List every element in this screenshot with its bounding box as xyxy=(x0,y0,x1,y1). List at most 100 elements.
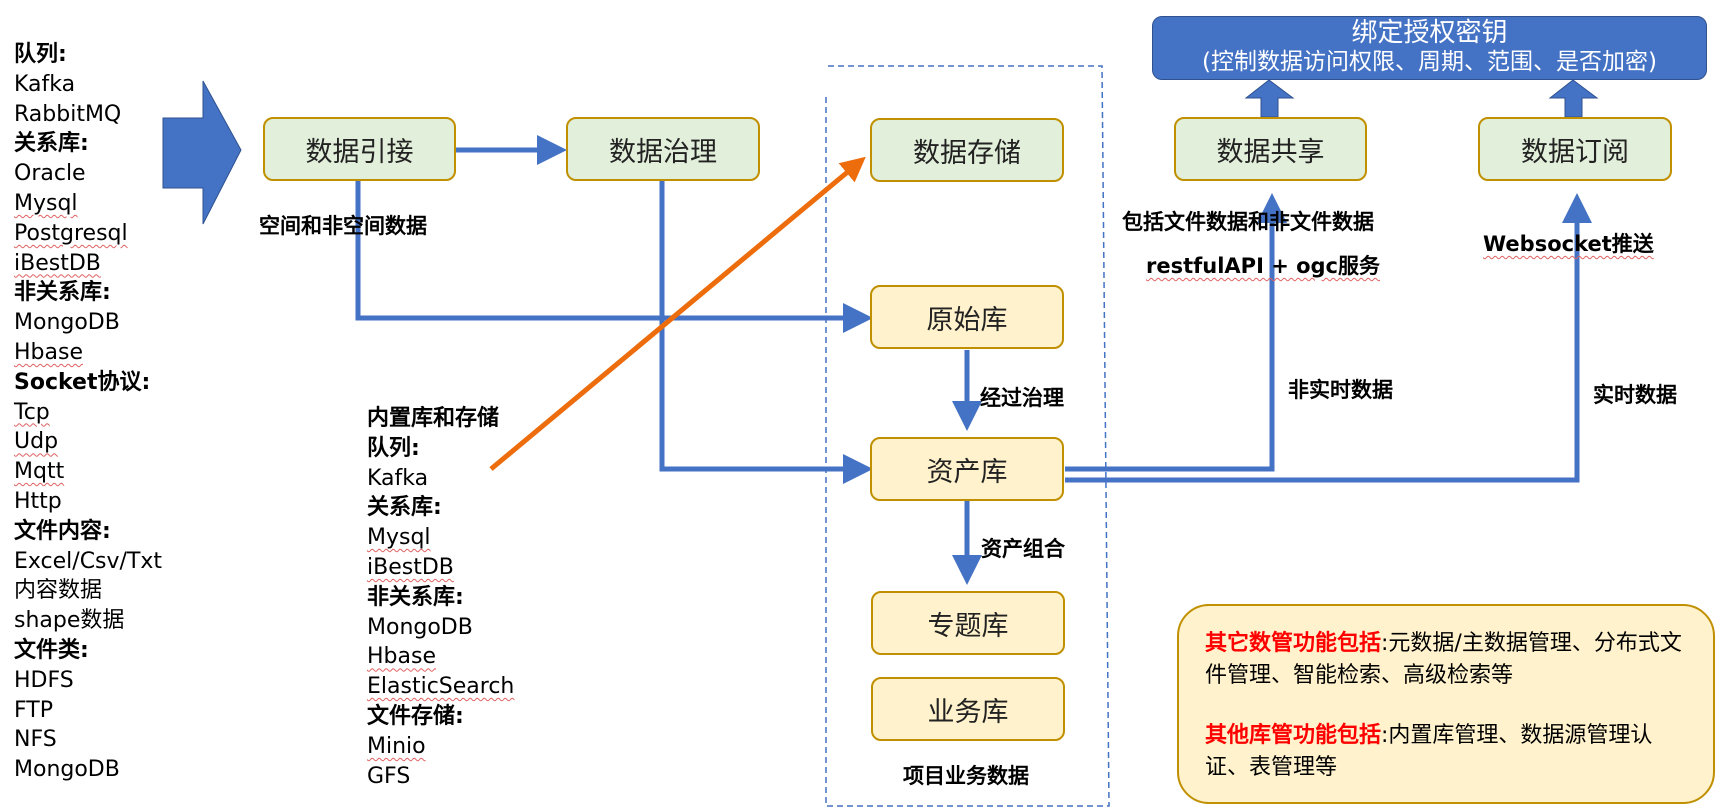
source-category-header: 文件类: xyxy=(14,636,162,666)
node-asset-db[interactable]: 资产库 xyxy=(870,437,1064,501)
builtin-item: Kafka xyxy=(367,464,514,494)
list-text: Postgresql xyxy=(14,220,128,246)
node-label: 业务库 xyxy=(927,696,1009,728)
list-text: Excel/Csv/Txt xyxy=(14,548,163,574)
node-label: 数据引接 xyxy=(305,136,414,168)
builtin-item: iBestDB xyxy=(367,553,514,583)
arrow-governance-to-asset xyxy=(659,180,873,484)
source-category-header: 文件内容: xyxy=(14,517,162,547)
list-text: MongoDB xyxy=(367,614,473,640)
source-item: Udp xyxy=(14,427,162,457)
source-item: Kafka xyxy=(14,70,162,100)
list-text: Kafka xyxy=(14,71,76,97)
source-category-header: 队列: xyxy=(14,40,162,70)
source-item: MongoDB xyxy=(14,755,162,785)
share-to-auth-up-arrow-icon xyxy=(1244,79,1295,118)
note-data-management: 其它数管功能包括:元数据/主数据管理、分布式文件管理、智能检索、高级检索等 xyxy=(1205,628,1687,692)
node-label: 数据治理 xyxy=(609,136,717,168)
source-item: Mqtt xyxy=(14,457,162,487)
node-label: 数据存储 xyxy=(913,137,1021,169)
arrow-asset-to-subscribe xyxy=(1065,193,1592,483)
source-item: shape数据 xyxy=(14,606,162,636)
auth-key-title: 绑定授权密钥 xyxy=(1351,18,1508,48)
list-text: HDFS xyxy=(14,667,74,693)
list-text: Udp xyxy=(14,429,59,455)
node-topic-db[interactable]: 专题库 xyxy=(871,591,1065,655)
node-label: 资产库 xyxy=(926,456,1008,488)
label-realtime: 实时数据 xyxy=(1593,383,1677,407)
list-text: Socket协议: xyxy=(14,369,151,395)
source-item: Tcp xyxy=(14,398,162,428)
builtin-item: Mysql xyxy=(367,523,514,553)
subscribe-to-auth-up-arrow-icon xyxy=(1548,79,1599,118)
builtin-item: MongoDB xyxy=(367,613,514,643)
node-label: 专题库 xyxy=(927,610,1009,642)
source-item: Excel/Csv/Txt xyxy=(14,547,162,577)
builtin-item: Hbase xyxy=(367,642,514,672)
label-non-realtime: 非实时数据 xyxy=(1288,378,1393,402)
builtin-category-header: 队列: xyxy=(367,434,514,464)
list-text: RabbitMQ xyxy=(14,101,122,127)
builtin-item: Minio xyxy=(367,732,514,762)
arrow-asset-to-share xyxy=(1065,193,1287,472)
source-category-header: 非关系库: xyxy=(14,278,162,308)
node-label: 原始库 xyxy=(926,304,1008,336)
list-text: 关系库: xyxy=(14,131,89,157)
list-text: Http xyxy=(14,488,62,514)
node-data-storage[interactable]: 数据存储 xyxy=(870,118,1064,182)
list-text: NFS xyxy=(14,727,57,753)
source-item: iBestDB xyxy=(14,249,162,279)
source-item: Hbase xyxy=(14,338,162,368)
list-text: 文件存储: xyxy=(367,703,464,729)
source-item: FTP xyxy=(14,696,162,726)
source-item: MongoDB xyxy=(14,308,162,338)
note-highlight: 其他库管功能包括 xyxy=(1205,723,1382,748)
input-block-arrow-icon xyxy=(162,80,242,225)
node-data-share[interactable]: 数据共享 xyxy=(1174,117,1367,181)
source-item: HDFS xyxy=(14,666,162,696)
list-text: Hbase xyxy=(14,339,83,365)
builtin-category-header: 非关系库: xyxy=(367,583,514,613)
note-text: :元数据/主数据管理、分布式文件管理、智能检索、高级检索等 xyxy=(1205,631,1682,688)
other-functions-note: 其它数管功能包括:元数据/主数据管理、分布式文件管理、智能检索、高级检索等 其他… xyxy=(1177,604,1715,804)
source-item: Oracle xyxy=(14,159,162,189)
list-text: Mqtt xyxy=(14,459,65,485)
node-label: 数据订阅 xyxy=(1521,136,1629,168)
list-text: iBestDB xyxy=(367,554,454,580)
list-text: 非关系库: xyxy=(367,584,464,610)
node-label: 数据共享 xyxy=(1216,136,1325,168)
builtin-item: ElasticSearch xyxy=(367,672,514,702)
source-item: Mysql xyxy=(14,189,162,219)
node-raw-db[interactable]: 原始库 xyxy=(870,285,1064,349)
note-db-management: 其他库管功能包括:内置库管理、数据源管理认证、表管理等 xyxy=(1205,720,1687,784)
list-text: Minio xyxy=(367,733,426,759)
list-text: Oracle xyxy=(14,161,86,187)
source-item: Postgresql xyxy=(14,219,162,249)
note-text: :内置库管理、数据源管理认证、表管理等 xyxy=(1205,723,1653,780)
node-business-db[interactable]: 业务库 xyxy=(871,677,1065,741)
list-text: 队列: xyxy=(14,42,67,67)
builtin-category-header: 文件存储: xyxy=(367,702,514,732)
label-share-includes: 包括文件数据和非文件数据 xyxy=(1122,210,1374,234)
list-text: 非关系库: xyxy=(14,280,111,306)
auth-key-box[interactable]: 绑定授权密钥 (控制数据访问权限、周期、范围、是否加密) xyxy=(1152,16,1707,80)
list-text: 内置库和存储 xyxy=(367,406,500,431)
list-text: 文件类: xyxy=(14,637,89,663)
list-text: iBestDB xyxy=(14,250,101,276)
node-data-ingest[interactable]: 数据引接 xyxy=(263,117,456,181)
source-item: Http xyxy=(14,487,162,517)
list-text: MongoDB xyxy=(14,310,120,336)
label-websocket: Websocket推送 xyxy=(1483,228,1654,258)
node-data-subscribe[interactable]: 数据订阅 xyxy=(1478,117,1672,181)
list-text: Kafka xyxy=(367,465,429,491)
storage-dashed-container xyxy=(825,65,1110,807)
list-text: FTP xyxy=(14,697,53,723)
list-text: Hbase xyxy=(367,644,436,670)
label-project-business-data: 项目业务数据 xyxy=(903,764,1029,788)
list-text: 关系库: xyxy=(367,495,442,521)
node-data-governance[interactable]: 数据治理 xyxy=(566,117,760,181)
note-highlight: 其它数管功能包括 xyxy=(1205,631,1382,656)
